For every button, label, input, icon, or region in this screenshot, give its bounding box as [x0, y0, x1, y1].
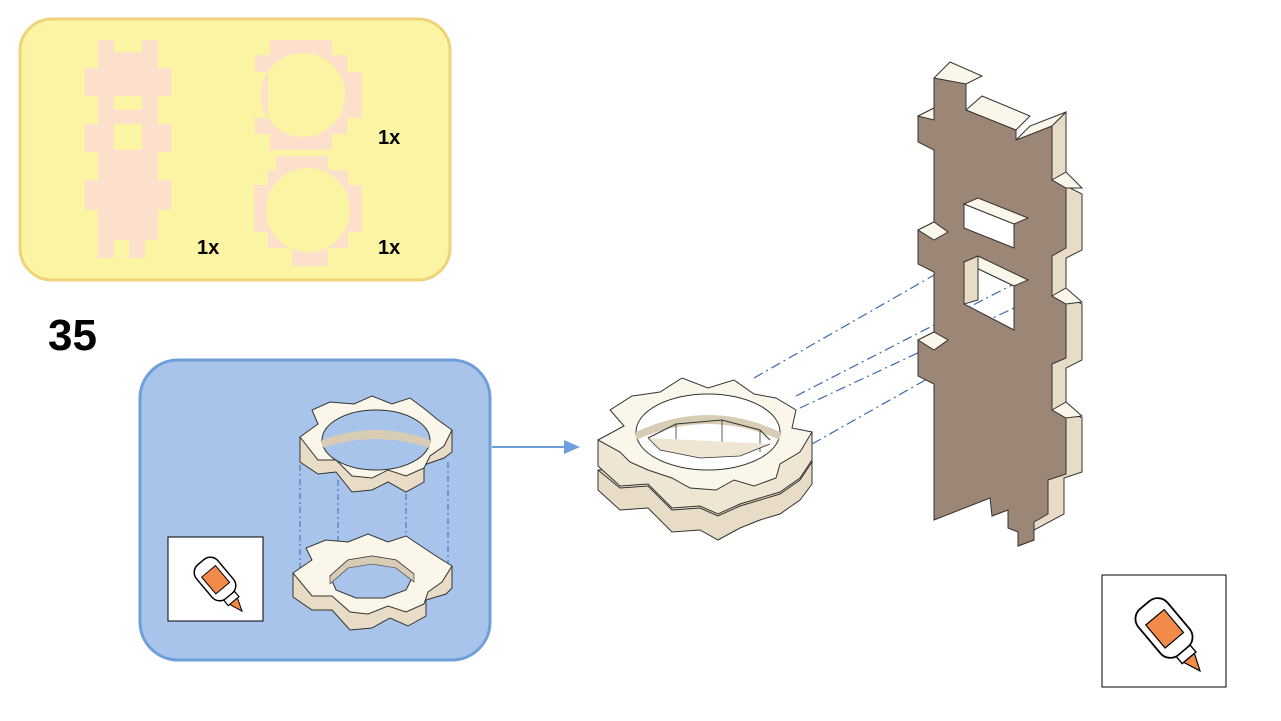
detail-panel — [138, 358, 492, 662]
ring-part-top — [255, 40, 362, 150]
step-number: 35 — [48, 311, 97, 360]
upper-ring — [299, 395, 453, 493]
alignment-lines — [753, 257, 1015, 445]
tall-frame — [916, 61, 1084, 547]
quantity-label: 1x — [378, 237, 400, 259]
quantity-label: 1x — [197, 237, 219, 259]
assembled-ring — [596, 377, 813, 541]
lower-ring — [292, 533, 453, 631]
parts-panel: 1x 1x 1x — [18, 17, 452, 282]
step-arrow — [492, 440, 580, 454]
glue-bottle-icon — [1101, 574, 1227, 688]
quantity-label: 1x — [378, 127, 400, 149]
glue-bottle-icon — [167, 536, 264, 622]
frame-part — [85, 40, 171, 258]
